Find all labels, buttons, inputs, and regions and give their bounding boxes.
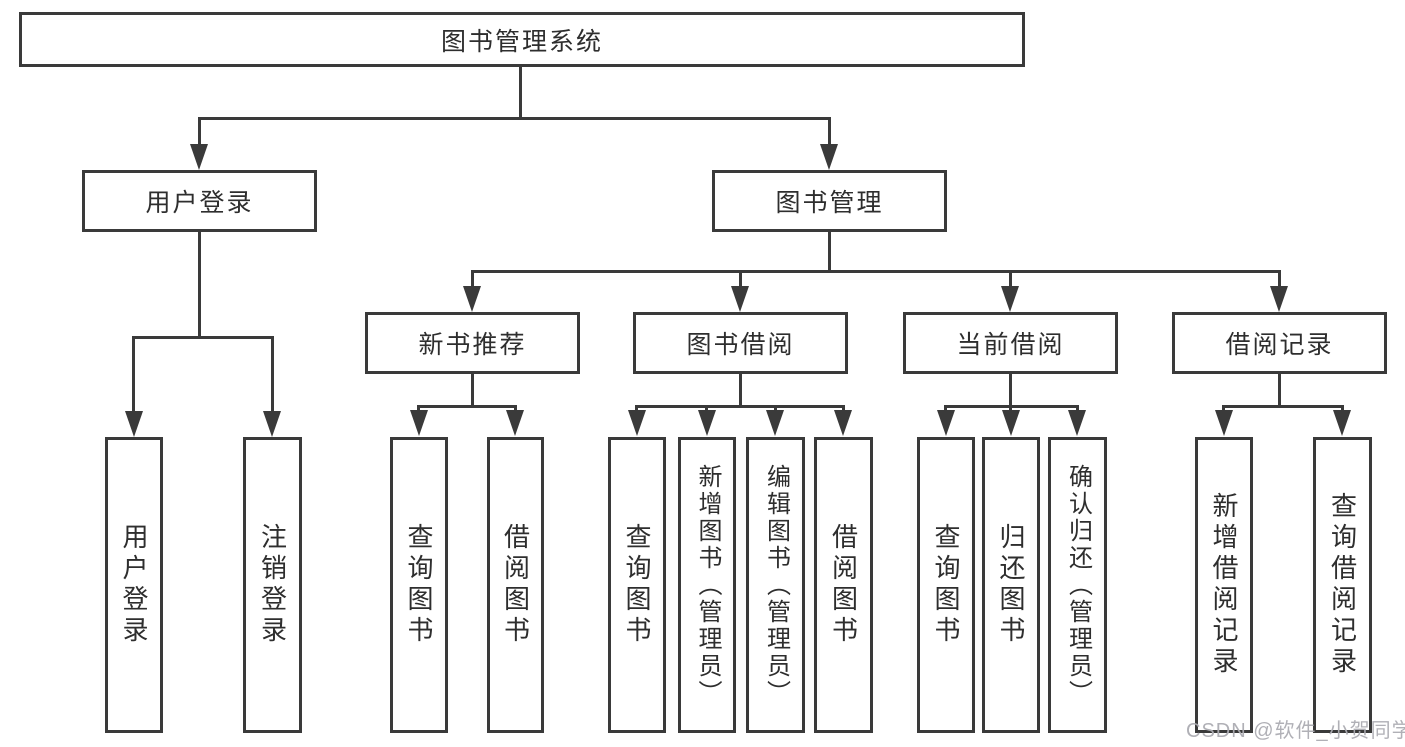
arrow-down-icon — [937, 410, 955, 436]
node-records-add-record: 新增借阅记录 — [1195, 437, 1253, 733]
node-current-confirm-return-admin: 确认归还（管理员） — [1048, 437, 1107, 733]
node-new-book-recommend-label: 新书推荐 — [418, 331, 527, 359]
connector-drop-login-logout — [271, 336, 274, 413]
node-current-query-books: 查询图书 — [917, 437, 975, 733]
connector-borrow-rail — [635, 405, 845, 408]
connector-rec-stem — [471, 372, 474, 408]
leaf-label: 查询借阅记录 — [1327, 492, 1358, 678]
connector-mgmt-rail — [471, 270, 1281, 273]
arrow-down-icon — [698, 410, 716, 436]
leaf-label: 借阅图书 — [500, 523, 531, 647]
leaf-label: 归还图书 — [996, 523, 1026, 647]
node-book-management: 图书管理 — [712, 170, 947, 232]
connector-drop-recd-query — [1341, 405, 1344, 413]
connector-drop-cur-confirm — [1076, 405, 1079, 413]
node-user-login-leaf: 用户登录 — [105, 437, 163, 733]
leaf-label: 用户登录 — [119, 523, 149, 647]
node-rec-query-books: 查询图书 — [390, 437, 448, 733]
arrow-down-icon — [1002, 410, 1020, 436]
node-user-login: 用户登录 — [82, 170, 317, 232]
node-root: 图书管理系统 — [19, 12, 1025, 67]
connector-drop-login — [198, 118, 201, 146]
connector-root-stem — [519, 67, 522, 120]
node-borrow-query-books: 查询图书 — [608, 437, 666, 733]
node-book-borrowing-label: 图书借阅 — [686, 331, 795, 359]
node-logout-leaf: 注销登录 — [243, 437, 302, 733]
connector-drop-rec-query — [417, 405, 420, 413]
connector-drop-borrow-query — [635, 405, 638, 413]
node-records-query-record: 查询借阅记录 — [1313, 437, 1372, 733]
node-new-book-recommend: 新书推荐 — [365, 312, 580, 374]
csdn-watermark: CSDN @软件_小贺同学 — [1186, 720, 1405, 742]
arrow-down-icon — [628, 410, 646, 436]
node-book-management-label: 图书管理 — [775, 189, 884, 217]
arrow-down-icon — [1001, 286, 1019, 312]
node-rec-borrow-books: 借阅图书 — [487, 437, 544, 733]
arrow-down-icon — [125, 411, 143, 437]
node-borrow-take-books: 借阅图书 — [814, 437, 873, 733]
leaf-label: 编辑图书（管理员） — [762, 463, 790, 707]
arrow-down-icon — [820, 144, 838, 170]
leaf-label: 查询图书 — [404, 523, 434, 647]
leaf-label: 新增借阅记录 — [1209, 492, 1239, 678]
leaf-label: 确认归还（管理员） — [1064, 463, 1092, 707]
node-borrowing-records: 借阅记录 — [1172, 312, 1387, 374]
connector-drop-cur-query — [944, 405, 947, 413]
leaf-label: 查询图书 — [931, 523, 961, 647]
connector-drop-mgmt — [828, 118, 831, 146]
connector-current-stem — [1009, 372, 1012, 408]
connector-login-rail — [132, 336, 274, 339]
connector-root-rail — [198, 117, 831, 120]
node-root-label: 图书管理系统 — [440, 27, 603, 56]
connector-records-rail — [1222, 405, 1344, 408]
leaf-label: 注销登录 — [257, 523, 288, 647]
arrow-down-icon — [1270, 286, 1288, 312]
node-borrowing-records-label: 借阅记录 — [1225, 331, 1334, 359]
arrow-down-icon — [506, 410, 524, 436]
connector-mgmt-stem — [828, 230, 831, 272]
connector-drop-rec-borrow — [514, 405, 517, 413]
arrow-down-icon — [1215, 410, 1233, 436]
arrow-down-icon — [731, 286, 749, 312]
connector-rec-rail — [417, 405, 517, 408]
connector-drop-borrow — [739, 270, 742, 288]
connector-records-stem — [1278, 372, 1281, 408]
node-user-login-label: 用户登录 — [145, 189, 254, 217]
connector-drop-borrow-add — [705, 405, 708, 413]
connector-borrow-stem — [739, 372, 742, 408]
arrow-down-icon — [463, 286, 481, 312]
arrow-down-icon — [410, 410, 428, 436]
arrow-down-icon — [834, 410, 852, 436]
node-current-return-books: 归还图书 — [982, 437, 1040, 733]
leaf-label: 借阅图书 — [828, 523, 859, 647]
node-book-borrowing: 图书借阅 — [633, 312, 848, 374]
node-current-borrowing: 当前借阅 — [903, 312, 1118, 374]
arrow-down-icon — [1068, 410, 1086, 436]
connector-drop-records — [1278, 270, 1281, 288]
connector-drop-current — [1009, 270, 1012, 288]
connector-drop-borrow-edit — [774, 405, 777, 413]
arrow-down-icon — [1333, 410, 1351, 436]
arrow-down-icon — [263, 411, 281, 437]
connector-drop-recd-add — [1222, 405, 1225, 413]
node-borrow-add-books-admin: 新增图书（管理员） — [678, 437, 736, 733]
connector-drop-cur-return — [1009, 405, 1012, 413]
leaf-label: 查询图书 — [622, 523, 652, 647]
node-current-borrowing-label: 当前借阅 — [956, 331, 1065, 359]
leaf-label: 新增图书（管理员） — [694, 463, 721, 707]
connector-drop-borrow-take — [842, 405, 845, 413]
arrow-down-icon — [190, 144, 208, 170]
connector-drop-rec — [471, 270, 474, 288]
connector-login-stem — [198, 230, 201, 339]
node-borrow-edit-books-admin: 编辑图书（管理员） — [746, 437, 805, 733]
arrow-down-icon — [766, 410, 784, 436]
connector-drop-login-user — [132, 336, 135, 413]
